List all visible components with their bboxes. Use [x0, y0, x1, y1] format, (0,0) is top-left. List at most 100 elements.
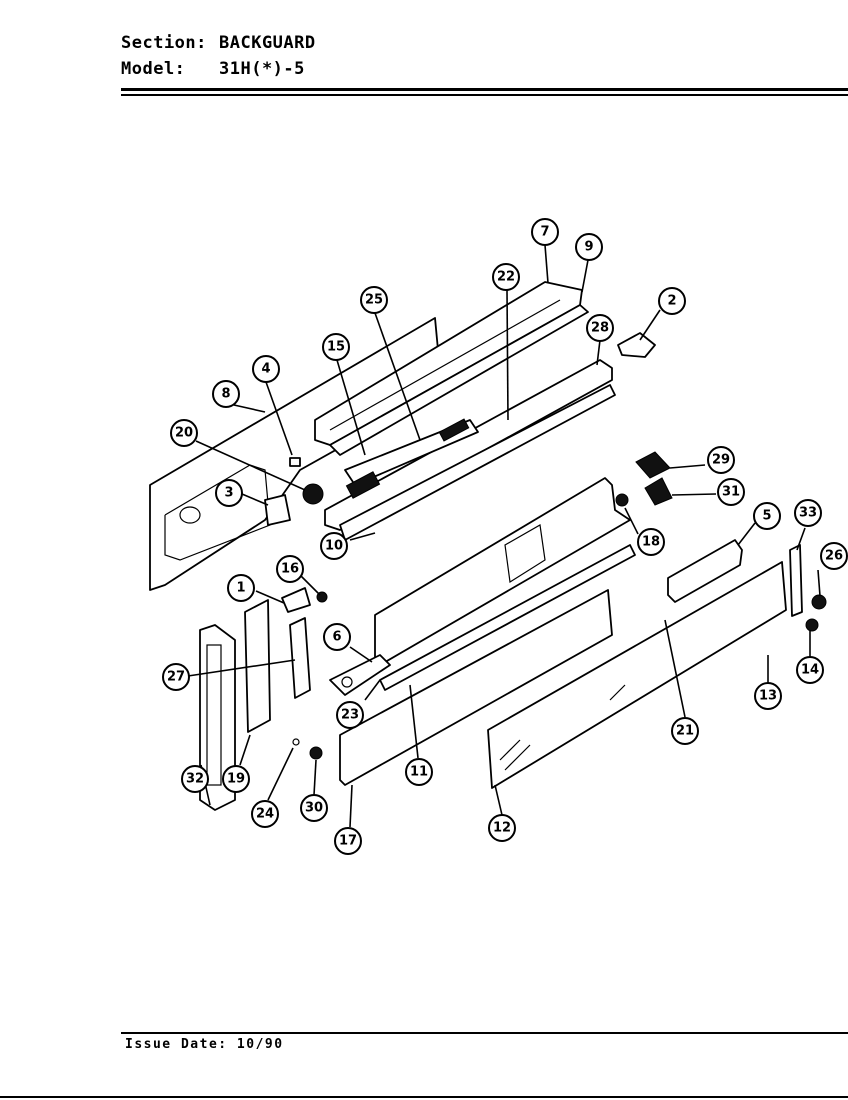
page-bottom-rule — [0, 1096, 848, 1098]
svg-text:19: 19 — [227, 772, 245, 787]
svg-text:22: 22 — [497, 270, 515, 285]
callout-18: 18 — [637, 528, 665, 556]
svg-text:18: 18 — [642, 535, 660, 550]
model-line: Model: 31H(*)-5 — [121, 61, 305, 78]
callout-5: 5 — [753, 502, 781, 530]
svg-text:3: 3 — [224, 486, 233, 501]
svg-text:5: 5 — [762, 509, 771, 524]
callout-19: 19 — [222, 765, 250, 793]
part-bracket-3 — [264, 494, 291, 526]
part-knob-20 — [302, 483, 324, 505]
callout-13: 13 — [754, 682, 782, 710]
callout-24: 24 — [251, 800, 279, 828]
callout-3: 3 — [215, 479, 243, 507]
part-end-cap-32 — [199, 624, 236, 811]
svg-text:25: 25 — [365, 293, 383, 308]
svg-text:7: 7 — [540, 225, 549, 240]
callout-23: 23 — [336, 701, 364, 729]
svg-text:6: 6 — [332, 630, 341, 645]
part-top-rails — [314, 281, 613, 531]
part-side-trim-33 — [789, 544, 803, 617]
issue-date: Issue Date: 10/90 — [125, 1037, 284, 1052]
callout-29: 29 — [707, 446, 735, 474]
part-switches — [635, 451, 673, 506]
part-bracket-2 — [617, 332, 656, 358]
callout-11: 11 — [405, 758, 433, 786]
part-clip-4 — [289, 457, 301, 467]
callout-14: 14 — [796, 656, 824, 684]
svg-text:16: 16 — [281, 562, 299, 577]
svg-text:28: 28 — [591, 321, 609, 336]
svg-text:11: 11 — [410, 765, 428, 780]
svg-text:13: 13 — [759, 689, 777, 704]
model-value: 31H(*)-5 — [219, 59, 305, 79]
part-knob-14 — [805, 618, 819, 632]
callout-2: 2 — [658, 287, 686, 315]
callout-28: 28 — [586, 314, 614, 342]
svg-text:21: 21 — [676, 724, 694, 739]
part-clock-5 — [667, 539, 743, 603]
callout-22: 22 — [492, 263, 520, 291]
svg-text:14: 14 — [801, 663, 819, 678]
callout-12: 12 — [488, 814, 516, 842]
part-knob-18 — [615, 493, 629, 507]
svg-text:2: 2 — [667, 294, 676, 309]
callout-32: 32 — [181, 765, 209, 793]
svg-text:26: 26 — [825, 549, 843, 564]
header-rule-top — [121, 88, 848, 91]
svg-text:27: 27 — [167, 670, 185, 685]
callout-21: 21 — [671, 717, 699, 745]
part-knob-30 — [309, 746, 323, 760]
callout-8: 8 — [212, 380, 240, 408]
callout-4: 4 — [252, 355, 280, 383]
svg-text:8: 8 — [221, 387, 230, 402]
svg-text:20: 20 — [175, 426, 193, 441]
callout-7: 7 — [531, 218, 559, 246]
svg-text:31: 31 — [722, 485, 740, 500]
svg-text:33: 33 — [799, 506, 817, 521]
svg-text:15: 15 — [327, 340, 345, 355]
footer-rule — [121, 1032, 848, 1034]
part-fluorescent-assembly — [344, 418, 479, 499]
svg-text:9: 9 — [584, 240, 593, 255]
part-front-trim — [339, 589, 613, 786]
callout-9: 9 — [575, 233, 603, 261]
svg-text:23: 23 — [341, 708, 359, 723]
svg-text:24: 24 — [256, 807, 274, 822]
svg-text:10: 10 — [325, 539, 343, 554]
header-rule-bottom — [121, 94, 848, 96]
svg-text:32: 32 — [186, 772, 204, 787]
svg-text:12: 12 — [493, 821, 511, 836]
callout-27: 27 — [162, 663, 190, 691]
part-lower-rail — [339, 384, 616, 541]
svg-text:30: 30 — [305, 801, 323, 816]
part-bracket-1 — [281, 587, 311, 613]
section-line: Section: BACKGUARD — [121, 35, 316, 52]
callout-20: 20 — [170, 419, 198, 447]
svg-text:29: 29 — [712, 453, 730, 468]
callout-16: 16 — [276, 555, 304, 583]
callout-6: 6 — [323, 623, 351, 651]
svg-text:17: 17 — [339, 834, 357, 849]
part-screw-24 — [292, 738, 300, 746]
part-bracket-27 — [289, 617, 311, 699]
svg-text:1: 1 — [236, 581, 245, 596]
callout-17: 17 — [334, 827, 362, 855]
callout-1: 1 — [227, 574, 255, 602]
callout-10: 10 — [320, 532, 348, 560]
callout-25: 25 — [360, 286, 388, 314]
callout-31: 31 — [717, 478, 745, 506]
callout-30: 30 — [300, 794, 328, 822]
part-end-cap-inner — [206, 644, 222, 786]
svg-text:4: 4 — [261, 362, 270, 377]
section-label: Section: — [121, 33, 207, 53]
model-label: Model: — [121, 59, 186, 79]
callout-15: 15 — [322, 333, 350, 361]
part-control-panel — [329, 477, 631, 696]
callout-26-right: 26 — [820, 542, 848, 570]
callout-33: 33 — [794, 499, 822, 527]
part-glass-panel — [487, 561, 787, 789]
section-value: BACKGUARD — [219, 33, 316, 53]
part-knob-26 — [811, 594, 827, 610]
